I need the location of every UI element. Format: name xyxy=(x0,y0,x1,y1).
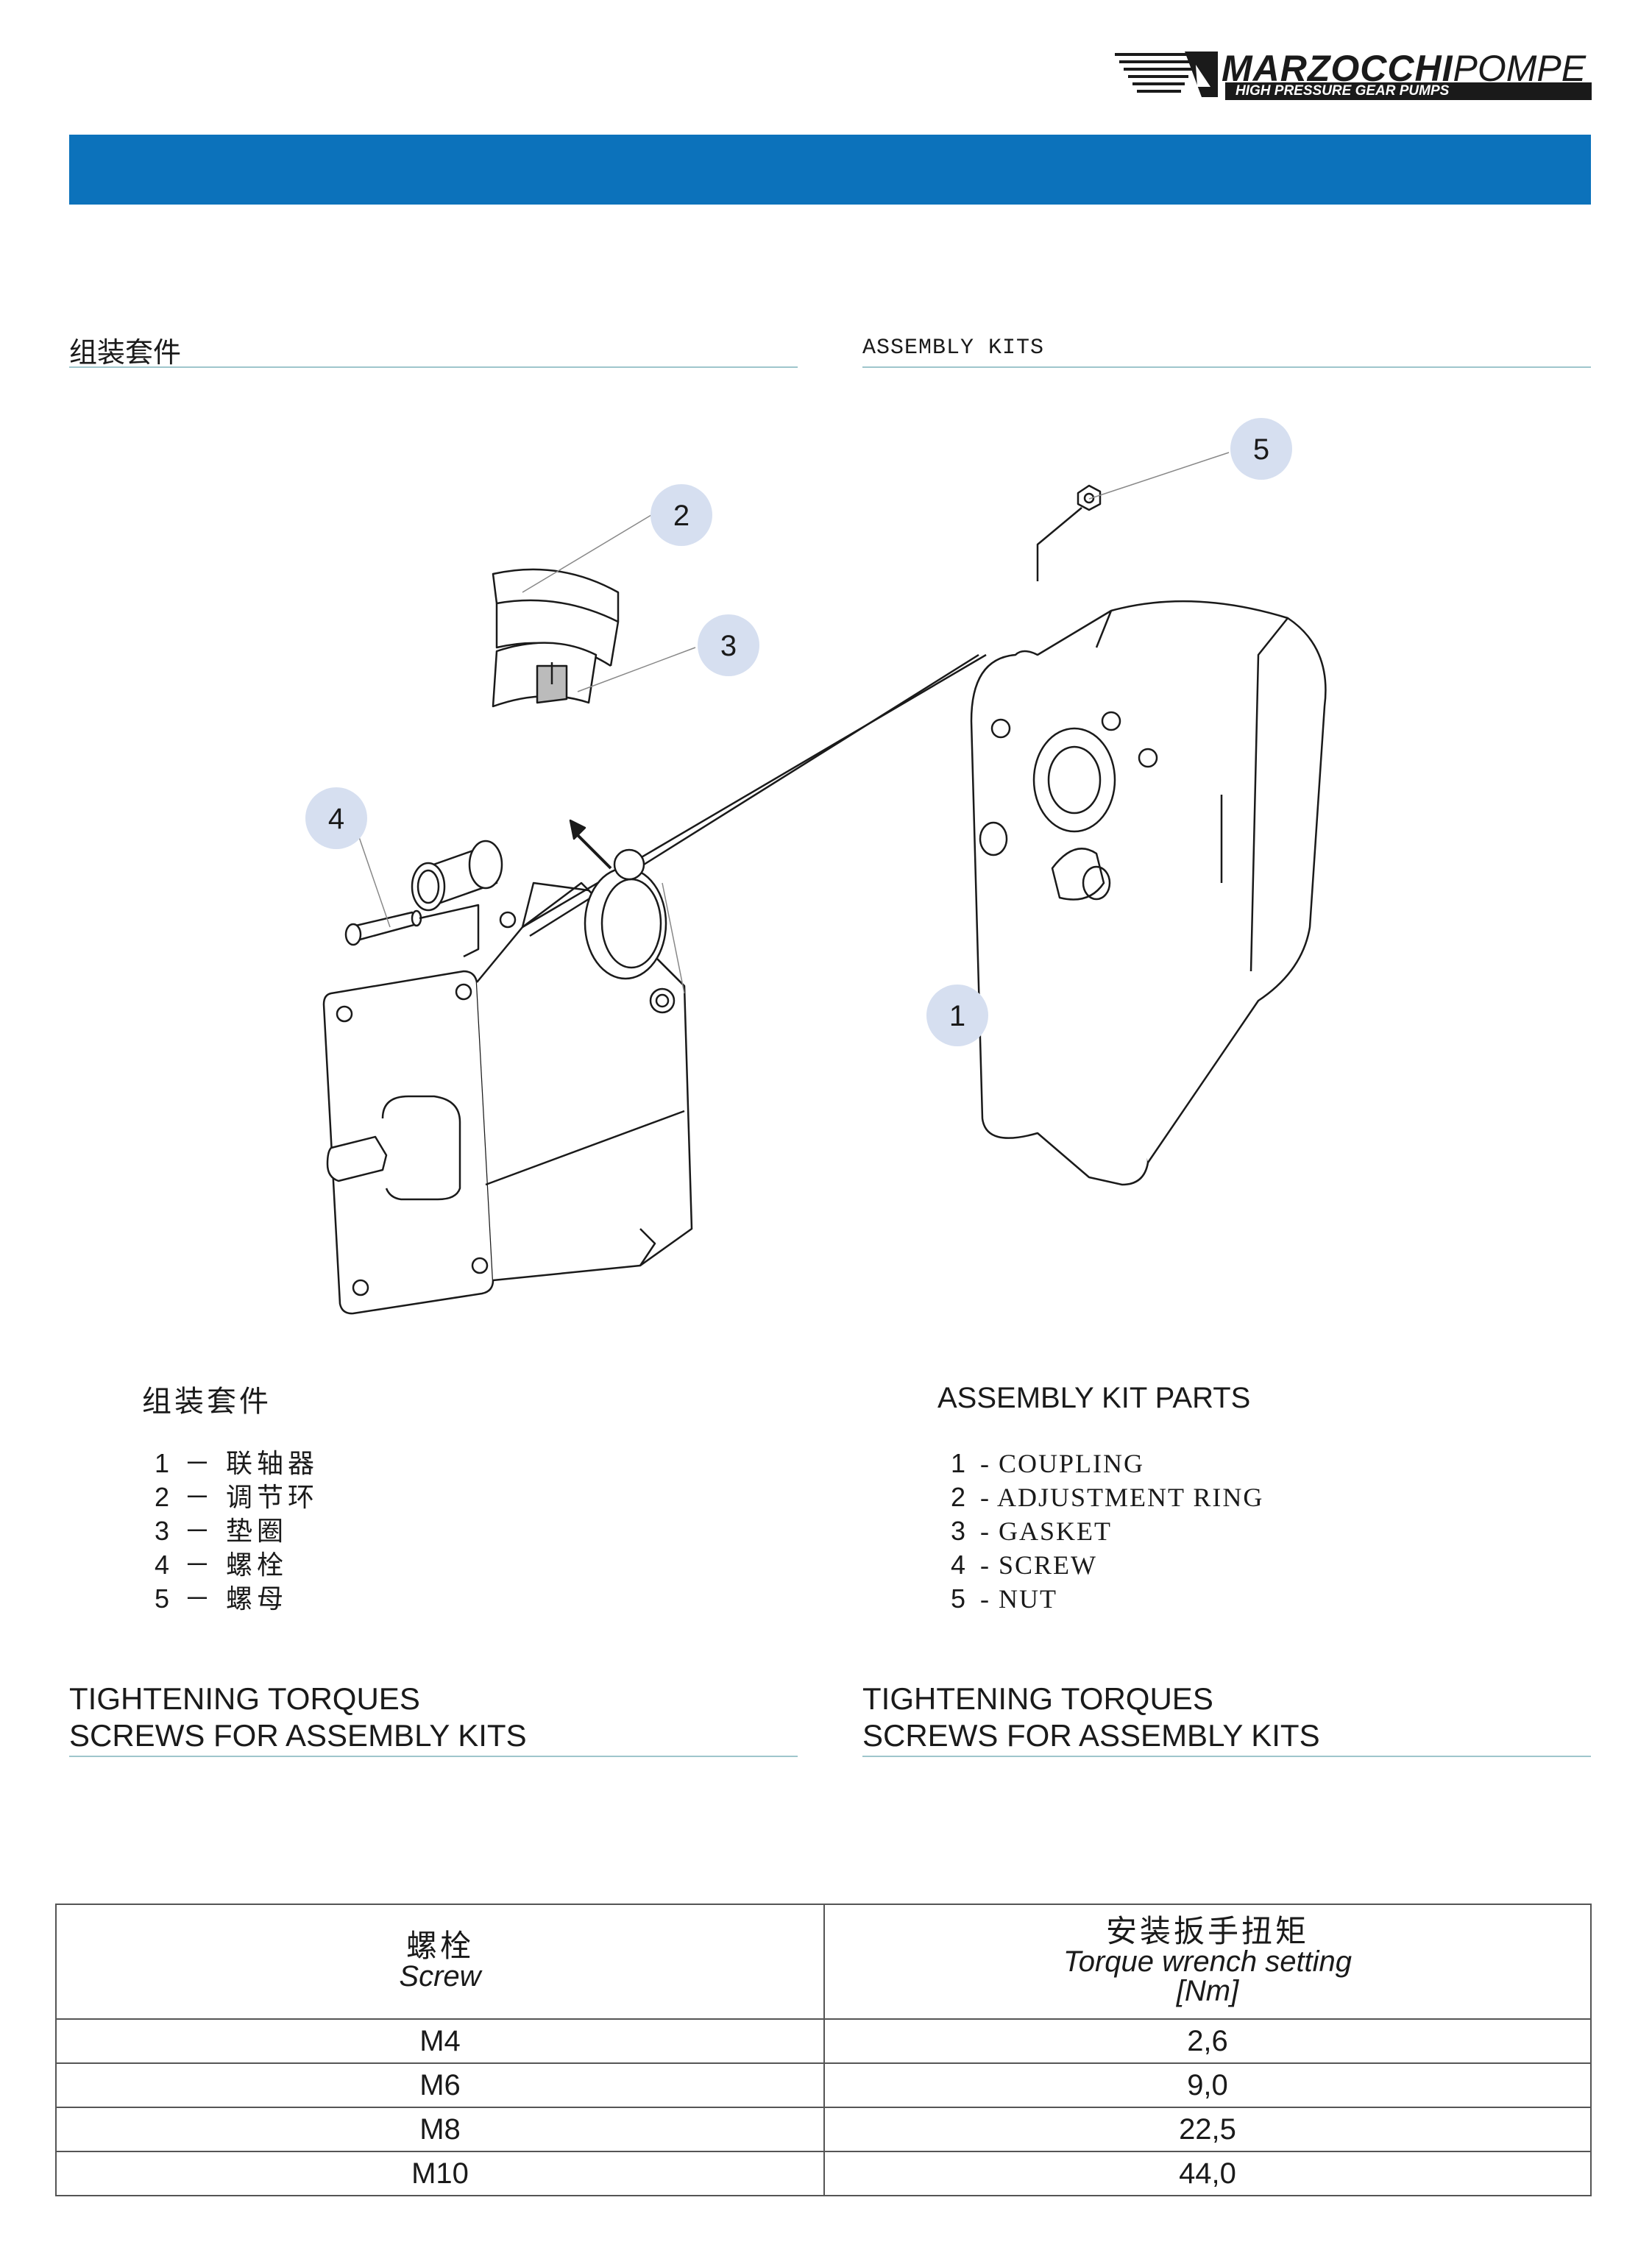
torque-table: 螺栓 Screw 安装扳手扭矩 Torque wrench setting [N… xyxy=(55,1904,1592,2196)
brand-tagline: HIGH PRESSURE GEAR PUMPS xyxy=(1225,82,1592,100)
list-item: 3－ 垫圈 xyxy=(155,1516,288,1546)
svg-text:4: 4 xyxy=(328,803,344,835)
callout-4: 4 xyxy=(305,787,367,849)
motor-flange-drawing xyxy=(322,881,693,1315)
callout-3: 3 xyxy=(698,614,759,676)
coupling-drawing xyxy=(411,840,503,912)
callout-5: 5 xyxy=(1230,418,1292,480)
callout-2: 2 xyxy=(650,484,712,546)
svg-text:5: 5 xyxy=(1253,433,1269,466)
torque-heading-left: TIGHTENING TORQUES SCREWS FOR ASSEMBLY K… xyxy=(69,1681,527,1754)
parts-title-cn: 组装套件 xyxy=(142,1385,272,1418)
table-cell-screw: M4 xyxy=(55,2018,825,2064)
assembly-exploded-diagram: 1 2 3 4 5 xyxy=(305,418,1327,1315)
callout-leader-3 xyxy=(577,647,696,692)
section-rule-right xyxy=(862,366,1591,368)
brand-name: MARZOCCHIPOMPE xyxy=(1222,48,1587,89)
brand-logo: MARZOCCHIPOMPE HIGH PRESSURE GEAR PUMPS xyxy=(1115,47,1593,102)
svg-text:2: 2 xyxy=(673,500,689,532)
list-item: 2－ 调节环 xyxy=(155,1482,319,1512)
table-cell-torque: 44,0 xyxy=(823,2151,1592,2196)
table-header-row: 螺栓 Screw 安装扳手扭矩 Torque wrench setting [N… xyxy=(55,1904,1592,2020)
torque-heading-right: TIGHTENING TORQUES SCREWS FOR ASSEMBLY K… xyxy=(862,1681,1320,1754)
svg-text:3: 3 xyxy=(720,630,737,662)
parts-list-en: 1- COUPLING 2- ADJUSTMENT RING 3- GASKET… xyxy=(951,1447,1263,1616)
parts-list-cn: 1－ 联轴器 2－ 调节环 3－ 垫圈 4－ 螺栓 5－ 螺母 xyxy=(155,1447,319,1616)
list-item: 2- ADJUSTMENT RING xyxy=(951,1482,1264,1512)
table-row: M6 9,0 xyxy=(55,2062,1592,2108)
table-row: M8 22,5 xyxy=(55,2107,1592,2152)
table-header-screw: 螺栓 Screw xyxy=(55,1904,825,2020)
table-cell-screw: M8 xyxy=(55,2107,825,2152)
pump-body-drawing xyxy=(970,600,1327,1186)
torque-heading-right-line2: SCREWS FOR ASSEMBLY KITS xyxy=(862,1718,1320,1753)
list-item: 4- SCREW xyxy=(951,1550,1098,1580)
torque-heading-left-line2: SCREWS FOR ASSEMBLY KITS xyxy=(69,1718,527,1753)
torque-rule-left xyxy=(69,1756,798,1757)
screw-drawing xyxy=(344,904,480,958)
list-item: 1－ 联轴器 xyxy=(155,1448,319,1478)
table-cell-torque: 2,6 xyxy=(823,2018,1592,2064)
table-row: M10 44,0 xyxy=(55,2151,1592,2196)
list-item: 1- COUPLING xyxy=(951,1448,1144,1478)
section-title-cn: 组装套件 xyxy=(69,338,182,369)
torque-heading-right-line1: TIGHTENING TORQUES xyxy=(862,1681,1213,1716)
list-item: 5- NUT xyxy=(951,1583,1057,1614)
list-item: 4－ 螺栓 xyxy=(155,1550,288,1580)
nut-drawing xyxy=(1036,484,1102,581)
callout-leader-1 xyxy=(662,882,685,994)
table-cell-torque: 9,0 xyxy=(823,2062,1592,2108)
torque-heading-left-line1: TIGHTENING TORQUES xyxy=(69,1681,420,1716)
list-item: 5－ 螺母 xyxy=(155,1583,288,1614)
section-title-en: ASSEMBLY KITS xyxy=(862,336,1045,361)
table-cell-screw: M10 xyxy=(55,2151,825,2196)
table-cell-screw: M6 xyxy=(55,2062,825,2108)
callout-leader-5 xyxy=(1088,452,1230,500)
gasket-drawing xyxy=(492,642,598,708)
callout-leader-2 xyxy=(522,514,652,593)
section-rule-left xyxy=(69,366,798,368)
logo-speed-lines-icon xyxy=(1115,52,1218,97)
table-header-torque: 安装扳手扭矩 Torque wrench setting [Nm] xyxy=(823,1904,1592,2020)
table-cell-torque: 22,5 xyxy=(823,2107,1592,2152)
parts-title-en: ASSEMBLY KIT PARTS xyxy=(937,1382,1251,1414)
torque-rule-right xyxy=(862,1756,1591,1757)
adjustment-ring-drawing xyxy=(492,568,667,980)
table-row: M4 2,6 xyxy=(55,2018,1592,2064)
callout-1: 1 xyxy=(926,985,988,1046)
svg-text:1: 1 xyxy=(949,1000,965,1032)
list-item: 3- GASKET xyxy=(951,1516,1112,1546)
header-banner xyxy=(69,135,1591,205)
